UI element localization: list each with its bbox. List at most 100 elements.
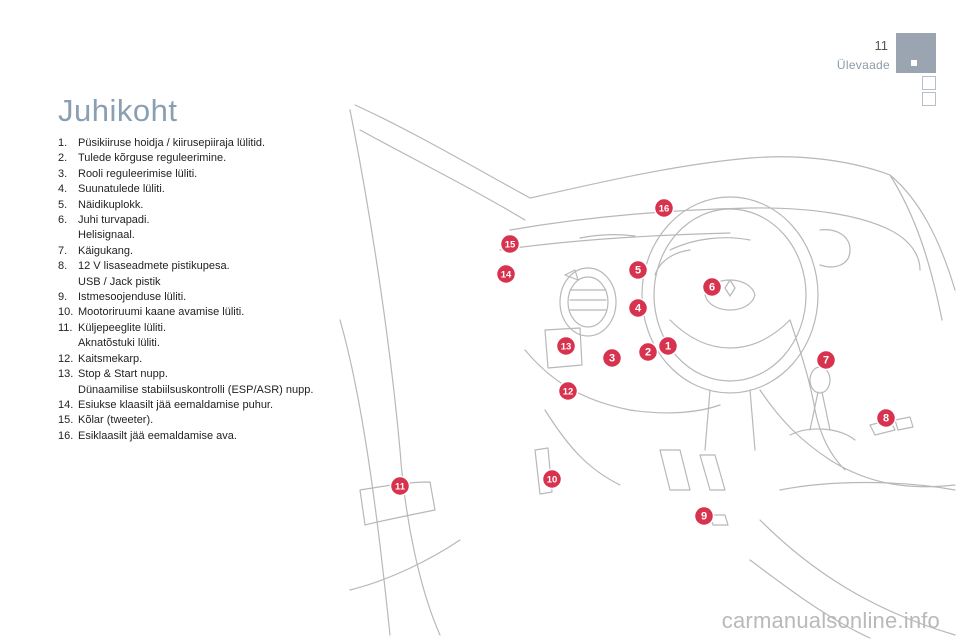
- callout-label: 11: [395, 482, 406, 493]
- callout-circle: [875, 407, 897, 429]
- list-item-number: 5.: [58, 198, 68, 211]
- list-item-text: Kõlar (tweeter).: [78, 414, 154, 427]
- list-item-number: 8.: [58, 260, 68, 273]
- callout-circle: [627, 297, 649, 319]
- list-item-number: 1.: [58, 137, 68, 149]
- list-item: 1. Püsikiiruse hoidja / kiirusepiiraja lü…: [58, 136, 328, 151]
- list-item-text: Kaitsmekarp.: [78, 352, 143, 365]
- list-item-text: Istmesoojenduse lüliti.: [78, 291, 187, 304]
- callout-circle: [389, 475, 411, 497]
- callout-9: 9: [693, 505, 715, 527]
- callout-label: 13: [561, 342, 572, 353]
- page-number: 11: [874, 38, 889, 53]
- list-item: 4. Suunatulede lüliti.: [58, 182, 328, 197]
- list-item: 3. Rooli reguleerimise lüliti.: [58, 167, 328, 182]
- callout-3: 3: [601, 347, 623, 369]
- callout-6: 6: [701, 276, 723, 298]
- list-item-text: Esiklaasilt jää eemaldamise ava.: [78, 429, 237, 442]
- callout-2: 2: [637, 341, 659, 363]
- callout-circle: [495, 263, 517, 285]
- callout-label: 12: [563, 387, 574, 398]
- page-title: Juhikoht: [58, 93, 178, 128]
- callout-circle: [557, 380, 579, 402]
- callout-16: 16: [653, 197, 675, 219]
- list-item-text: Rooli reguleerimise lüliti.: [78, 167, 198, 180]
- list-item: 11.Küljepeeglite lüliti.Aknatõstuki lüli…: [58, 321, 328, 352]
- list-item: 2. Tulede kõrguse reguleerimine.: [58, 151, 328, 166]
- list-item-text: Püsikiiruse hoidja / kiirusepiiraja lüli…: [78, 137, 266, 149]
- list-item-text: Dünaamilise stabiilsuskontrolli (ESP/ASR…: [78, 383, 314, 396]
- callout-circle: [657, 335, 679, 357]
- callout-14: 14: [495, 263, 517, 285]
- list-item: 5. Näidikuplokk.: [58, 198, 328, 213]
- callout-label: 3: [609, 353, 615, 365]
- callout-13: 13: [555, 335, 577, 357]
- list-item-number: 12.: [58, 352, 74, 365]
- list-item: 14. Esiukse klaasilt jää eemaldamise puhu…: [58, 398, 328, 413]
- list-item-number: 16.: [58, 429, 74, 442]
- callout-label: 16: [659, 204, 670, 215]
- list-item-number: 14.: [58, 398, 74, 411]
- list-item-number: 10.: [58, 306, 74, 319]
- callout-circle: [627, 259, 649, 281]
- callout-4: 4: [627, 297, 649, 319]
- callout-11: 11: [389, 475, 411, 497]
- list-item-text: Küljepeeglite lüliti.: [78, 321, 167, 334]
- section-label: Ülevaade: [836, 58, 890, 72]
- list-item-text: 12 V lisaseadmete pistikupesa.: [78, 260, 230, 273]
- list-item: 9.Istmesoojenduse lüliti.: [58, 290, 328, 305]
- list-item-text: Suunatulede lüliti.: [78, 183, 165, 196]
- section-tab-marker: [911, 60, 917, 66]
- list-item: 12. Kaitsmekarp.: [58, 352, 328, 367]
- callout-label: 7: [823, 355, 829, 367]
- callout-15: 15: [499, 233, 521, 255]
- callout-circle: [701, 276, 723, 298]
- component-list: 1. Püsikiiruse hoidja / kiirusepiiraja lü…: [58, 136, 328, 444]
- list-item-number: 2.: [58, 152, 68, 165]
- callout-label: 4: [635, 303, 642, 315]
- list-item-number: 3.: [58, 167, 68, 180]
- callout-label: 5: [635, 265, 641, 277]
- watermark: carmanualsonline.info: [721, 608, 940, 633]
- callout-12: 12: [557, 380, 579, 402]
- list-item-text: USB / Jack pistik: [78, 275, 161, 288]
- list-item-number: 7.: [58, 244, 68, 257]
- callout-7: 7: [815, 349, 837, 371]
- list-item-text: Juhi turvapadi.: [78, 214, 150, 227]
- callout-label: 10: [547, 475, 558, 486]
- list-item-number: 6.: [58, 214, 68, 227]
- callout-circle: [693, 505, 715, 527]
- callout-5: 5: [627, 259, 649, 281]
- list-item-number: 4.: [58, 183, 68, 196]
- chapter-marker-box: [922, 76, 936, 90]
- callout-circle: [637, 341, 659, 363]
- list-item-text: Aknatõstuki lüliti.: [78, 337, 160, 350]
- list-item: 16. Esiklaasilt jää eemaldamise ava.: [58, 429, 328, 444]
- list-item-text: Tulede kõrguse reguleerimine.: [78, 152, 227, 165]
- callout-label: 14: [501, 270, 512, 281]
- callout-circle: [601, 347, 623, 369]
- section-tab: [896, 33, 936, 73]
- list-item-text: Stop & Start nupp.: [78, 368, 168, 381]
- chapter-marker-box: [922, 92, 936, 106]
- list-item: 15. Kõlar (tweeter).: [58, 413, 328, 428]
- callout-circle: [815, 349, 837, 371]
- callout-label: 9: [701, 511, 707, 523]
- callout-label: 8: [883, 413, 889, 425]
- callout-10: 10: [541, 468, 563, 490]
- callout-8: 8: [875, 407, 897, 429]
- list-item: 10. Mootoriruumi kaane avamise lüliti.: [58, 305, 328, 320]
- callout-label: 6: [709, 282, 715, 294]
- callout-circle: [653, 197, 675, 219]
- list-item-text: Mootoriruumi kaane avamise lüliti.: [78, 306, 245, 319]
- list-item-number: 13.: [58, 368, 74, 381]
- list-item: 7. Käigukang.: [58, 244, 328, 259]
- list-item: 13. Stop & Start nupp. Dünaamilise stabiil…: [58, 367, 328, 398]
- list-item-text: Esiukse klaasilt jää eemaldamise puhur.: [78, 398, 274, 411]
- list-item-text: Käigukang.: [78, 244, 134, 257]
- list-item-text: Näidikuplokk.: [78, 198, 144, 211]
- callout-circle: [499, 233, 521, 255]
- list-item-number: 15.: [58, 414, 74, 427]
